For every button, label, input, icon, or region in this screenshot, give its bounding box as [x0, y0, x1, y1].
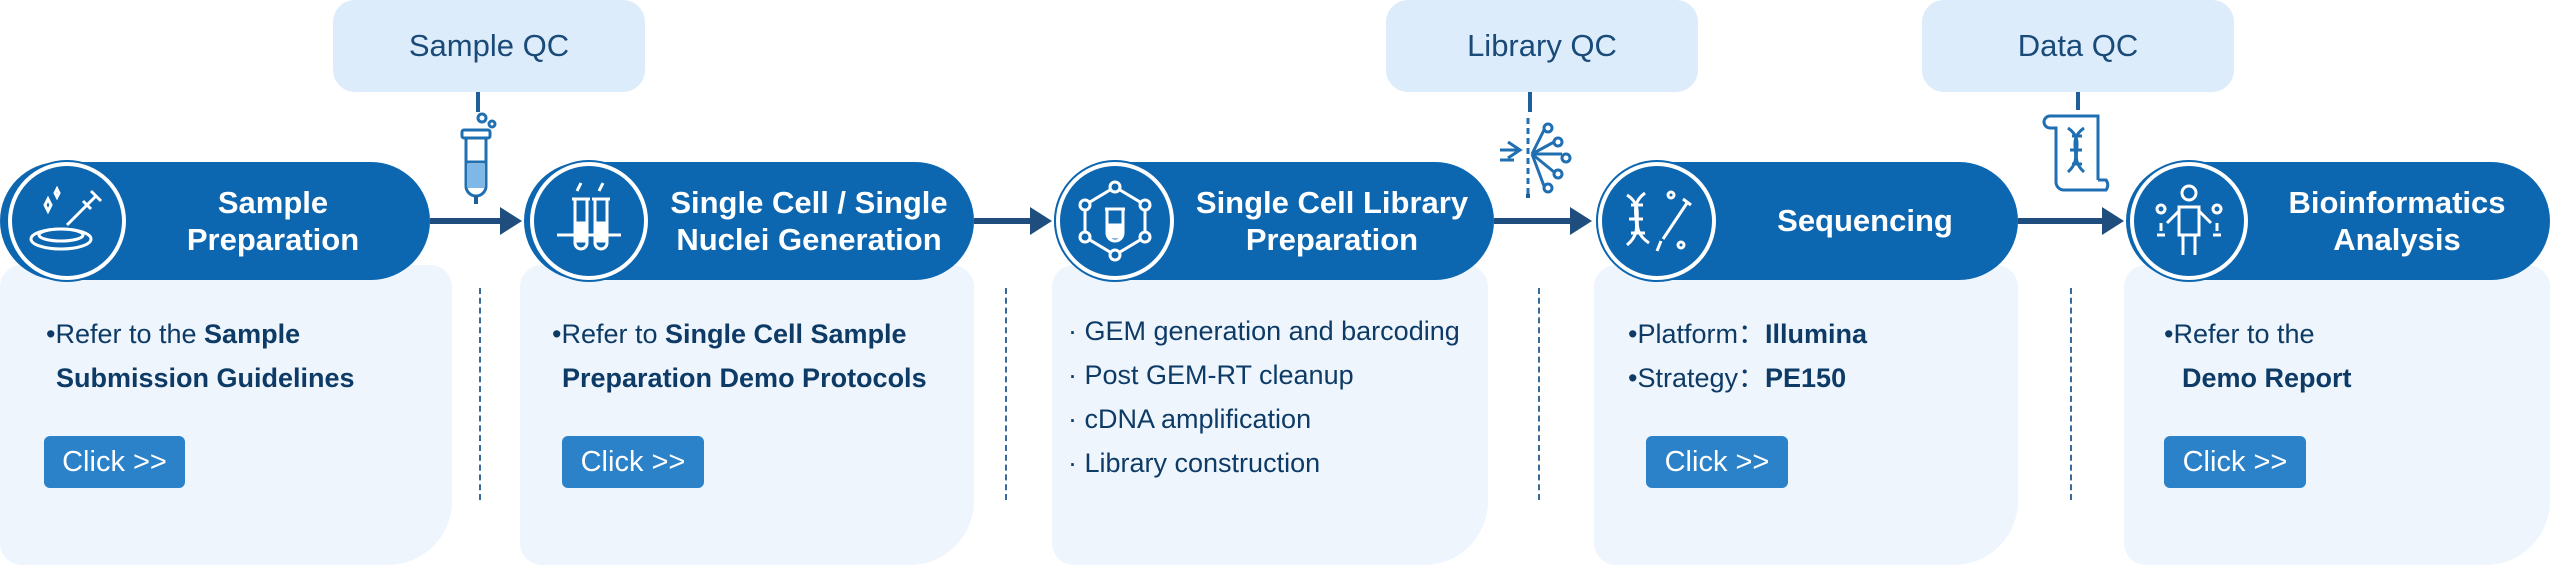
analyst-person-icon: [2130, 162, 2248, 280]
filter-funnel-icon: [1500, 118, 1572, 198]
divider-4: [2070, 288, 2072, 500]
data-qc-connector: [2076, 92, 2080, 110]
dna-scroll-icon: [2042, 114, 2110, 192]
step-4-description: •Platform：Illumina •Strategy：PE150: [1628, 319, 1867, 393]
flow-arrow-2: [974, 207, 1052, 235]
step-3-panel: [1052, 265, 1488, 565]
step-4-panel: [1594, 265, 2018, 565]
step-5-click-button[interactable]: Click >>: [2164, 436, 2306, 488]
list-item: · Library construction: [1068, 448, 1321, 478]
list-item: · GEM generation and barcoding: [1068, 316, 1460, 346]
divider-2: [1005, 288, 1007, 500]
step-2-description: •Refer to Single Cell Sample Preparation…: [552, 319, 927, 393]
step-3-list: · GEM generation and barcoding · Post GE…: [1068, 309, 1488, 485]
step-4-click-button[interactable]: Click >>: [1646, 436, 1788, 488]
flow-arrow-1: [430, 207, 522, 235]
test-tube-icon: [460, 112, 497, 204]
step-1-click-button[interactable]: Click >>: [44, 436, 185, 488]
list-item: · cDNA amplification: [1068, 404, 1312, 434]
test-tubes-icon: [530, 162, 648, 280]
flow-arrow-3: [1494, 207, 1592, 235]
step-2-panel: [520, 265, 974, 565]
step-5-description: •Refer to the Demo Report: [2164, 319, 2352, 393]
divider-1: [479, 288, 481, 500]
molecular-network-icon: [1056, 162, 1174, 280]
divider-3: [1538, 288, 1540, 500]
step-1-panel: [0, 265, 452, 565]
library-qc-connector: [1528, 92, 1532, 112]
step-4-title: Sequencing: [1777, 203, 1953, 239]
step-1-description: •Refer to the Sample Submission Guidelin…: [46, 319, 355, 393]
petri-dish-pipette-icon: [8, 162, 126, 280]
list-item: · Post GEM-RT cleanup: [1068, 360, 1354, 390]
data-qc-label: Data QC: [1922, 0, 2234, 92]
sample-qc-connector: [476, 92, 480, 112]
dna-sequencing-icon: [1598, 162, 1716, 280]
step-5-panel: [2124, 265, 2550, 565]
flow-arrow-4: [2018, 207, 2124, 235]
sample-qc-label: Sample QC: [333, 0, 645, 92]
library-qc-label: Library QC: [1386, 0, 1698, 92]
step-2-click-button[interactable]: Click >>: [562, 436, 704, 488]
